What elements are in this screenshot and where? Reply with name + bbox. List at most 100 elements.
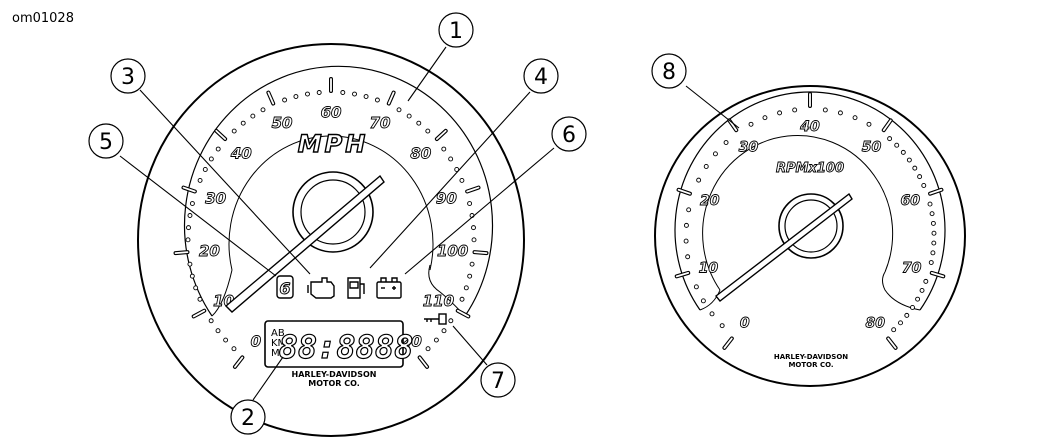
tachometer-lower-cutout	[882, 271, 921, 311]
callout-1-number: 1	[449, 19, 463, 44]
callout-5-number: 5	[99, 130, 113, 155]
engine-icon	[307, 277, 335, 299]
speedometer-ticks	[173, 77, 489, 369]
minor-dot	[197, 296, 203, 302]
minor-dot	[686, 207, 692, 213]
scale-label: 90	[436, 190, 457, 208]
callout-6: 6	[551, 116, 587, 152]
scale-label: 30	[739, 139, 759, 155]
minor-dot	[930, 250, 936, 256]
major-tick-fill	[677, 188, 691, 195]
minor-dot	[189, 273, 195, 279]
minor-dot	[898, 320, 903, 326]
minor-dot	[448, 318, 454, 324]
minor-dot	[240, 120, 246, 126]
major-tick-fill	[234, 356, 244, 368]
callout-5: 5	[88, 123, 124, 159]
minor-dot	[441, 146, 447, 152]
minor-dot	[467, 273, 473, 279]
minor-dot	[363, 94, 369, 99]
minor-dot	[929, 211, 935, 217]
minor-dot	[748, 121, 754, 127]
scale-label: 70	[902, 260, 922, 276]
scale-label: 100	[437, 242, 468, 260]
minor-dot	[208, 318, 214, 324]
major-tick-fill	[182, 186, 196, 193]
minor-dot	[709, 311, 715, 317]
minor-dot	[260, 107, 266, 113]
minor-dot	[712, 151, 718, 157]
minor-dot	[931, 240, 937, 246]
minor-dot	[917, 174, 923, 180]
minor-dot	[723, 140, 729, 145]
minor-dot	[223, 337, 229, 343]
minor-dot	[928, 260, 934, 265]
scale-label: 80	[866, 316, 886, 332]
scale-label: 20	[700, 193, 720, 209]
minor-dot	[425, 346, 431, 352]
minor-dot	[685, 254, 691, 260]
speedometer-lower-cutout-left	[211, 269, 233, 317]
minor-dot	[189, 201, 195, 206]
callout-7: 7	[480, 362, 516, 398]
minor-dot	[352, 91, 357, 97]
minor-dot	[900, 149, 906, 155]
scale-label: 50	[862, 139, 882, 155]
callout-3-number: 3	[121, 65, 135, 90]
major-tick-fill	[466, 186, 480, 193]
scale-label: 50	[272, 114, 293, 132]
minor-dot	[454, 167, 460, 172]
minor-dot	[231, 346, 237, 352]
leader-4	[369, 91, 531, 269]
major-tick-fill	[887, 337, 897, 349]
tachometer-ticks	[674, 92, 946, 350]
minor-dot	[792, 107, 798, 113]
tachometer-inner-track	[702, 135, 894, 291]
callout-1: 1	[438, 12, 474, 48]
gear-indicator: 6	[276, 275, 294, 299]
major-tick-fill	[435, 129, 447, 140]
minor-dot	[921, 183, 927, 188]
minor-dot	[208, 156, 214, 162]
minor-dot	[202, 167, 208, 172]
callout-4: 4	[523, 58, 559, 94]
tachometer-lower-cutout-left	[699, 289, 721, 311]
major-tick-fill	[675, 272, 690, 278]
scale-label: 40	[230, 145, 252, 163]
battery-icon	[376, 277, 402, 299]
major-tick-fill	[387, 91, 395, 105]
minor-dot	[683, 222, 689, 228]
minor-dot	[425, 128, 431, 134]
callout-2-number: 2	[241, 406, 255, 431]
major-tick-fill	[728, 119, 738, 132]
speedometer-unit-label: MPH	[298, 130, 369, 158]
minor-dot	[215, 328, 221, 334]
minor-dot	[316, 90, 322, 95]
minor-dot	[703, 164, 709, 169]
scale-label: 30	[205, 190, 226, 208]
minor-dot	[416, 120, 422, 126]
major-tick-fill	[174, 251, 189, 254]
minor-dot	[904, 312, 910, 318]
minor-dot	[891, 327, 897, 333]
minor-dot	[459, 177, 465, 183]
minor-dot	[187, 213, 193, 218]
leader-3	[139, 89, 311, 275]
scale-label: 0	[740, 316, 750, 332]
tachometer-outer-track	[674, 91, 946, 311]
minor-dot	[459, 296, 465, 302]
callout-7-number: 7	[491, 369, 505, 394]
callout-8-number: 8	[662, 60, 676, 85]
key-icon	[424, 313, 447, 325]
minor-dot	[215, 146, 221, 152]
minor-dot	[187, 261, 193, 267]
major-tick-fill	[723, 337, 733, 349]
minor-dot	[340, 90, 346, 95]
odometer-mode-km: KM	[271, 338, 286, 349]
speedometer-outer-track	[183, 65, 494, 317]
minor-dot	[185, 237, 191, 243]
figure-code: om01028	[12, 11, 74, 26]
minor-dot	[683, 238, 689, 244]
